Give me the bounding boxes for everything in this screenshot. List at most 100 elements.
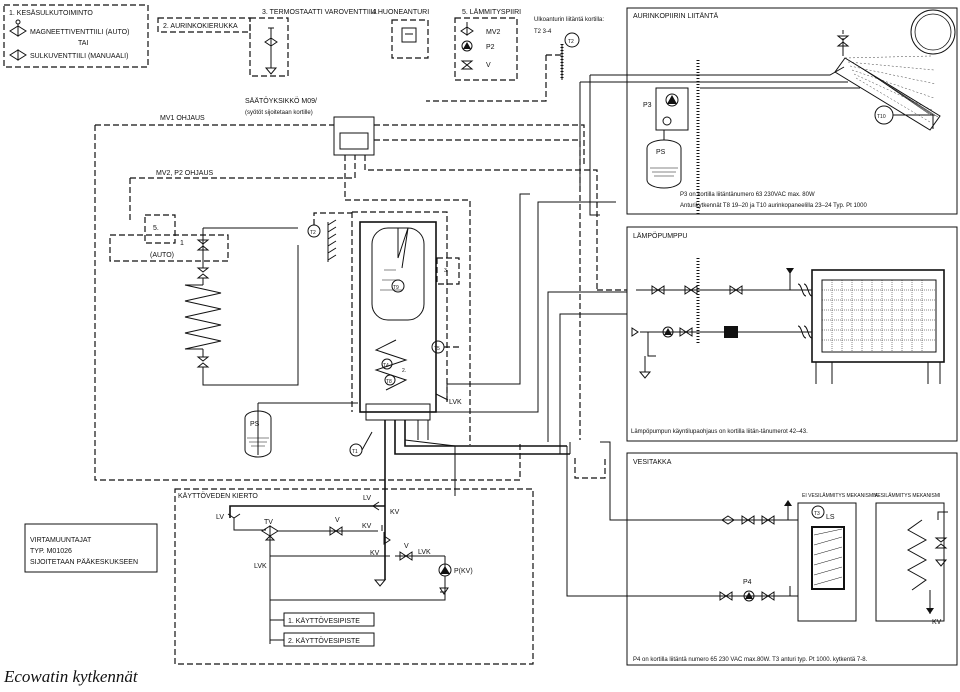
solar-expansion-tank: PS (646, 130, 682, 189)
legend-mv2-label: MV2 (486, 29, 501, 36)
mv2-valve-icon (460, 22, 474, 36)
water-heater-note: P4 on kortilla liitäntä numero 65 230 VA… (633, 657, 868, 663)
controller-title: SÄÄTÖYKSIKKÖ M09/ (245, 97, 317, 105)
tank-sensor-t9: T9 (393, 285, 399, 291)
flow-meter-line3: SIJOITETAAN PÄÄKESKUKSEEN (30, 558, 138, 566)
water-heater-title: VESITAKKA (633, 459, 672, 466)
heat-pump-unit (811, 269, 945, 384)
dhw-title: KÄYTTÖVEDEN KIERTO (178, 492, 258, 500)
heating-circuit-box: 5. 1 (AUTO) (109, 214, 229, 262)
legend-shutoff-label: SULKUVENTTIILI (MANUAALI) (30, 53, 128, 60)
mv1-control-label: MV1 OHJAUS (160, 115, 205, 122)
dhw-lv-label: LV (363, 495, 371, 502)
legend-summer-shutoff: 1. KESÄSULKUTOIMINTO MAGNEETTIVENTTIILI … (3, 4, 149, 68)
tank-sensor-t1: T1 (349, 431, 373, 457)
flow-meter-line1: VIRTAMUUNTAJAT (30, 537, 92, 544)
legend-v-label: V (486, 62, 491, 69)
dhw-v2-label: V (404, 543, 409, 550)
solar-pump-label: P3 (643, 102, 652, 109)
svg-text:T1: T1 (352, 449, 358, 455)
water-heater-ls: LS (826, 514, 835, 521)
flow-meter-line2: TYP. M01026 (30, 548, 72, 555)
solar-section: AURINKOPIIRIN LIITÄNTÄ P3 PS (580, 7, 958, 215)
diagram-caption: Ecowatin kytkennät (4, 667, 138, 686)
expansion-tank-left: PS (244, 402, 358, 458)
solar-sensor-t10: T10 (877, 114, 886, 120)
auto-box-number: 1 (180, 240, 184, 247)
auto-box-label: (AUTO) (150, 252, 174, 259)
water-heater-pump-label: P4 (743, 579, 752, 586)
controller-subtitle: (syötöt sijoitetaan kortille) (245, 110, 313, 116)
outdoor-sensor: Ulkoanturin liitäntä kortilla: T2 3-4 T2 (426, 17, 604, 102)
dhw-kv2-label: KV (362, 523, 372, 530)
water-heater-inlet (620, 500, 798, 525)
legend-or-label: TAI (78, 40, 88, 47)
legend-heating-circuit: 5. LÄMMITYSPIIRI MV2 P2 V (454, 8, 521, 81)
dhw-point-1: 1. KÄYTTÖVESIPISTE (288, 617, 360, 625)
water-heater-sub1: EI VESILÄMMITYS MEKANISMIA (802, 492, 879, 499)
water-heater-pump-line: P4 (600, 579, 798, 602)
outdoor-sensor-title: Ulkoanturin liitäntä kortilla: (534, 17, 604, 23)
legend-heating-title: 5. LÄMMITYSPIIRI (462, 8, 521, 16)
solar-tank-label: PS (656, 149, 666, 156)
legend-room-sensor: 4.HUONEANTURI (372, 9, 429, 59)
dhw-section: KÄYTTÖVEDEN KIERTO LV KV LV TV V KV KV V… (174, 439, 534, 665)
solar-title: AURINKOPIIRIN LIITÄNTÄ (633, 12, 719, 20)
solar-collector: T10 (834, 9, 956, 131)
legend-p2-label: P2 (486, 44, 495, 51)
legend-summer-title: 1. KESÄSULKUTOIMINTO (9, 9, 93, 17)
dhw-pump-label: P(KV) (454, 568, 473, 575)
heatpump-note: Lämpöpumpun käyntilupaohjaus on kortilla… (631, 429, 808, 435)
heat-pump-return-line (631, 325, 813, 379)
tank-sensor-t5: T5 (431, 340, 462, 354)
svg-text:T2: T2 (310, 230, 316, 236)
dhw-lv2-label: LV (216, 514, 224, 521)
storage-tank: T9 T4 T8 2. (351, 211, 448, 421)
water-heater-sub2: VESILÄMMITYS MEKANISMI (874, 492, 940, 499)
controller-unit: SÄÄTÖYKSIKKÖ M09/ (syötöt sijoitetaan ko… (245, 97, 375, 156)
room-sensor-icon (401, 27, 417, 43)
dhw-point-2: 2. KÄYTTÖVESIPISTE (288, 637, 360, 645)
shutoff-valve-icon (9, 49, 27, 61)
water-heater-kv: KV (932, 619, 942, 626)
tank-sensor-t8: T8 (386, 379, 392, 385)
legend-solar-coil-label: 2. AURINKOKIERUKKA (163, 23, 238, 30)
svg-text:3.: 3. (444, 268, 448, 274)
svg-text:T5: T5 (434, 346, 440, 352)
tank-sensor-t4: T4 (383, 363, 389, 369)
tank-coil-number: 2. (402, 368, 406, 374)
wall-sensor-t2: T2 (307, 212, 352, 262)
solar-note-1: P3 on kortilla liitäntänumero 63 230VAC … (680, 192, 815, 198)
expansion-tank-left-label: PS (250, 421, 260, 428)
dhw-lvk-label: LVK (418, 549, 431, 556)
mv2-control-label: MV2, P2 OHJAUS (156, 170, 214, 177)
sun-icon (914, 13, 952, 51)
solar-note-2: Anturikytkennät T8 19–20 ja T10 aurinkop… (680, 203, 867, 209)
outdoor-sensor-value: T2 3-4 (534, 29, 552, 35)
water-heater-section: VESITAKKA EI VESILÄMMITYS MEKANISMIA VES… (600, 452, 958, 666)
dhw-kv3-label: KV (370, 550, 380, 557)
pump-icon (461, 40, 473, 52)
dhw-kv-label: KV (390, 509, 400, 516)
lvk-tank-label: LVK (449, 399, 462, 406)
check-valve-icon (460, 60, 474, 70)
legend-solar-coil: 2. AURINKOKIERUKKA (157, 17, 251, 33)
circuit-number: 5. (153, 225, 159, 232)
heat-pump-section: LÄMPÖPUMPPU (626, 226, 958, 442)
heatpump-title: LÄMPÖPUMPPU (633, 232, 687, 240)
dhw-tv-label: TV (264, 519, 273, 526)
solar-pump-p3: P3 (643, 87, 689, 131)
floor-heating-coil (184, 227, 299, 386)
flow-meter-box: VIRTAMUUNTAJAT TYP. M01026 SIJOITETAAN P… (24, 523, 158, 573)
dhw-v-label: V (335, 517, 340, 524)
water-heater-t3: T3 (814, 511, 820, 517)
legend-thermostat-label: 3. TERMOSTAATTI VAROVENTTIILI (262, 9, 377, 16)
legend-solenoid-label: MAGNEETTIVENTTIILI (AUTO) (30, 29, 129, 36)
heat-pump-flow-line (636, 268, 813, 297)
legend-thermostat: 3. TERMOSTAATTI VAROVENTTIILI (249, 9, 377, 77)
thermostat-valve-icon (264, 27, 278, 75)
tank-thermostat-box: 3. (436, 257, 460, 285)
dhw-lvk2-label: LVK (254, 563, 267, 570)
dhw-circulation-pump: P(KV) (438, 563, 473, 577)
